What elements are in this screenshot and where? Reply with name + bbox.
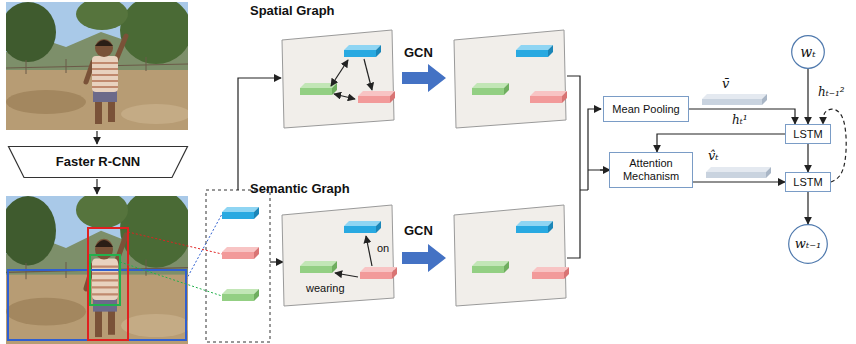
graph-panel [454,30,566,128]
detected-photo [0,189,192,344]
word-circle: wₜ₋₁ [788,224,828,264]
region-link [120,262,222,296]
connector-arrow [807,69,808,124]
graph-nodes [300,45,395,103]
bounding-box [90,255,120,305]
node-label: Mean Pooling [612,103,679,116]
figure-part [702,94,767,105]
graph-nodes [335,236,372,277]
node-label: Attention Mechanism [610,157,692,182]
operation-label: GCN [404,224,433,239]
input-photo [0,0,192,130]
graph-plane [282,30,394,128]
circle-outline [789,225,828,264]
figure-part [222,289,259,301]
node-label: LSTM [793,176,822,189]
node-label: Faster R-CNN [56,155,141,170]
lstm-box: LSTM [785,172,831,192]
relation-label: wearing [306,282,345,295]
figure-part [472,221,569,279]
figure-part [222,207,259,219]
graph-title: Semantic Graph [250,182,350,197]
flow-arrow [96,179,97,194]
connector-arrow [807,192,808,224]
bounding-box [88,228,128,340]
flow-arrow [270,261,283,262]
graph-nodes [300,221,397,279]
feature-symbol: v̄ [722,77,729,92]
gcn-arrow [402,244,446,272]
circle-outline [792,36,825,69]
flow-arrow [238,78,281,190]
node-label: wₜ₋₁ [795,237,821,252]
figure-part [222,247,259,259]
flow-arrow [594,108,601,109]
detector-block: Faster R-CNN [8,146,188,178]
node-label: wₜ [800,44,815,60]
operation-label: GCN [404,46,433,61]
feature-group [206,190,270,342]
process-box: Mean Pooling [603,96,689,122]
relation-label: on [377,242,389,255]
word-circle: wₜ [791,35,825,69]
flow-arrow [96,131,97,144]
node-outline [248,4,403,132]
region-link [128,232,222,254]
figure-part [472,45,567,103]
trapezoid-outline [9,147,188,178]
lstm-box: LSTM [785,124,831,144]
process-box: Attention Mechanism [609,152,693,188]
graph-nodes [331,59,372,99]
connector-arrow [657,134,785,152]
edge-label: hₜ¹ [730,114,750,128]
graph-panel: Spatial Graph [248,4,403,132]
connector-arrow [807,144,808,172]
feature-symbol: v̂ₜ [708,149,719,164]
graph-panel [454,205,566,306]
gcn-arrow [402,64,446,92]
connector-arrow [693,181,785,182]
node-label: LSTM [793,128,822,141]
figure-part [706,167,771,178]
edge-label: hₜ₋₁² [816,86,847,100]
graph-title: Spatial Graph [250,4,335,19]
graph-plane [282,205,394,306]
